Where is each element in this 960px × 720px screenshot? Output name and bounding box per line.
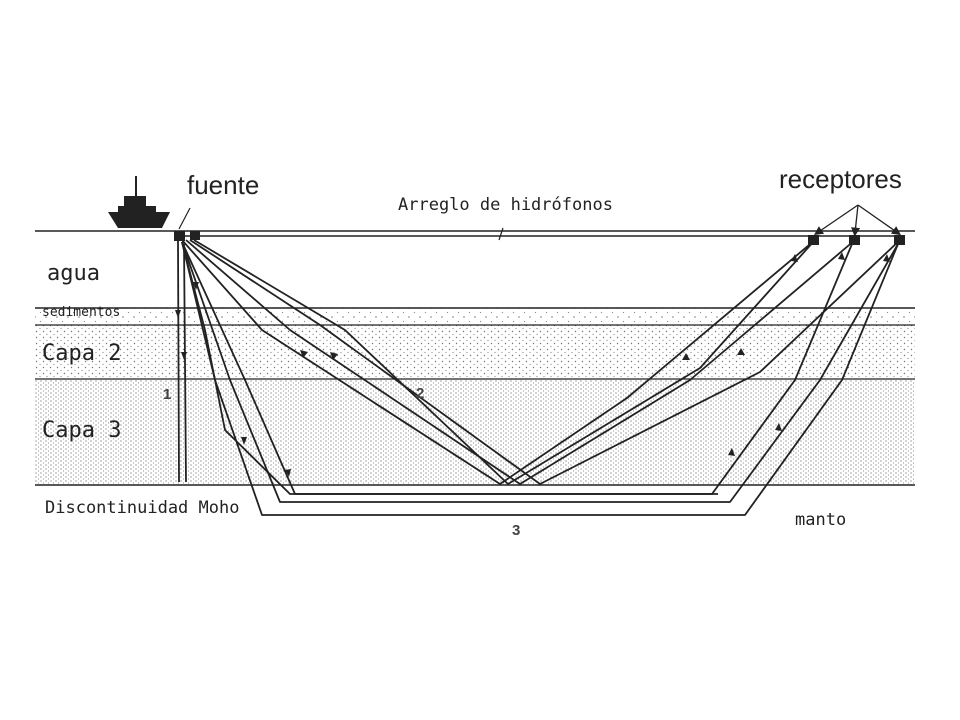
sediments-label: sedimentos xyxy=(42,305,121,320)
layer-2-label: Capa 2 xyxy=(42,341,122,366)
water-label: agua xyxy=(47,261,100,286)
array-start-marker xyxy=(190,231,200,240)
ray-path-3b xyxy=(181,241,899,503)
ray-path-1-down xyxy=(177,239,180,483)
sediment-layer xyxy=(35,308,915,325)
path-3-number: 3 xyxy=(512,522,521,539)
array-pointer xyxy=(498,227,504,241)
receivers-label: receptores xyxy=(779,164,902,194)
source-marker xyxy=(174,231,185,241)
ray-path-1-up xyxy=(183,243,187,483)
ray-direction-arrows xyxy=(175,252,890,477)
receiver-marker-1 xyxy=(808,235,819,245)
path-2-number: 2 xyxy=(416,385,425,402)
source-pointer xyxy=(178,207,191,230)
ray-path-2d xyxy=(193,239,816,485)
source-label: fuente xyxy=(187,170,260,200)
receivers-pointer xyxy=(813,204,901,237)
path-1-number: 1 xyxy=(163,386,172,403)
ray-path-2c xyxy=(189,239,901,485)
moho-label: Discontinuidad Moho xyxy=(45,498,240,518)
array-label: Arreglo de hidrófonos xyxy=(398,195,613,215)
ray-path-3d xyxy=(181,241,718,495)
ship-icon xyxy=(108,176,170,228)
layer-2-region xyxy=(35,325,915,379)
ray-path-2a xyxy=(181,239,816,485)
layer-3-label: Capa 3 xyxy=(42,418,122,443)
mantle-label: manto xyxy=(795,510,847,530)
ray-path-2b xyxy=(185,239,856,485)
